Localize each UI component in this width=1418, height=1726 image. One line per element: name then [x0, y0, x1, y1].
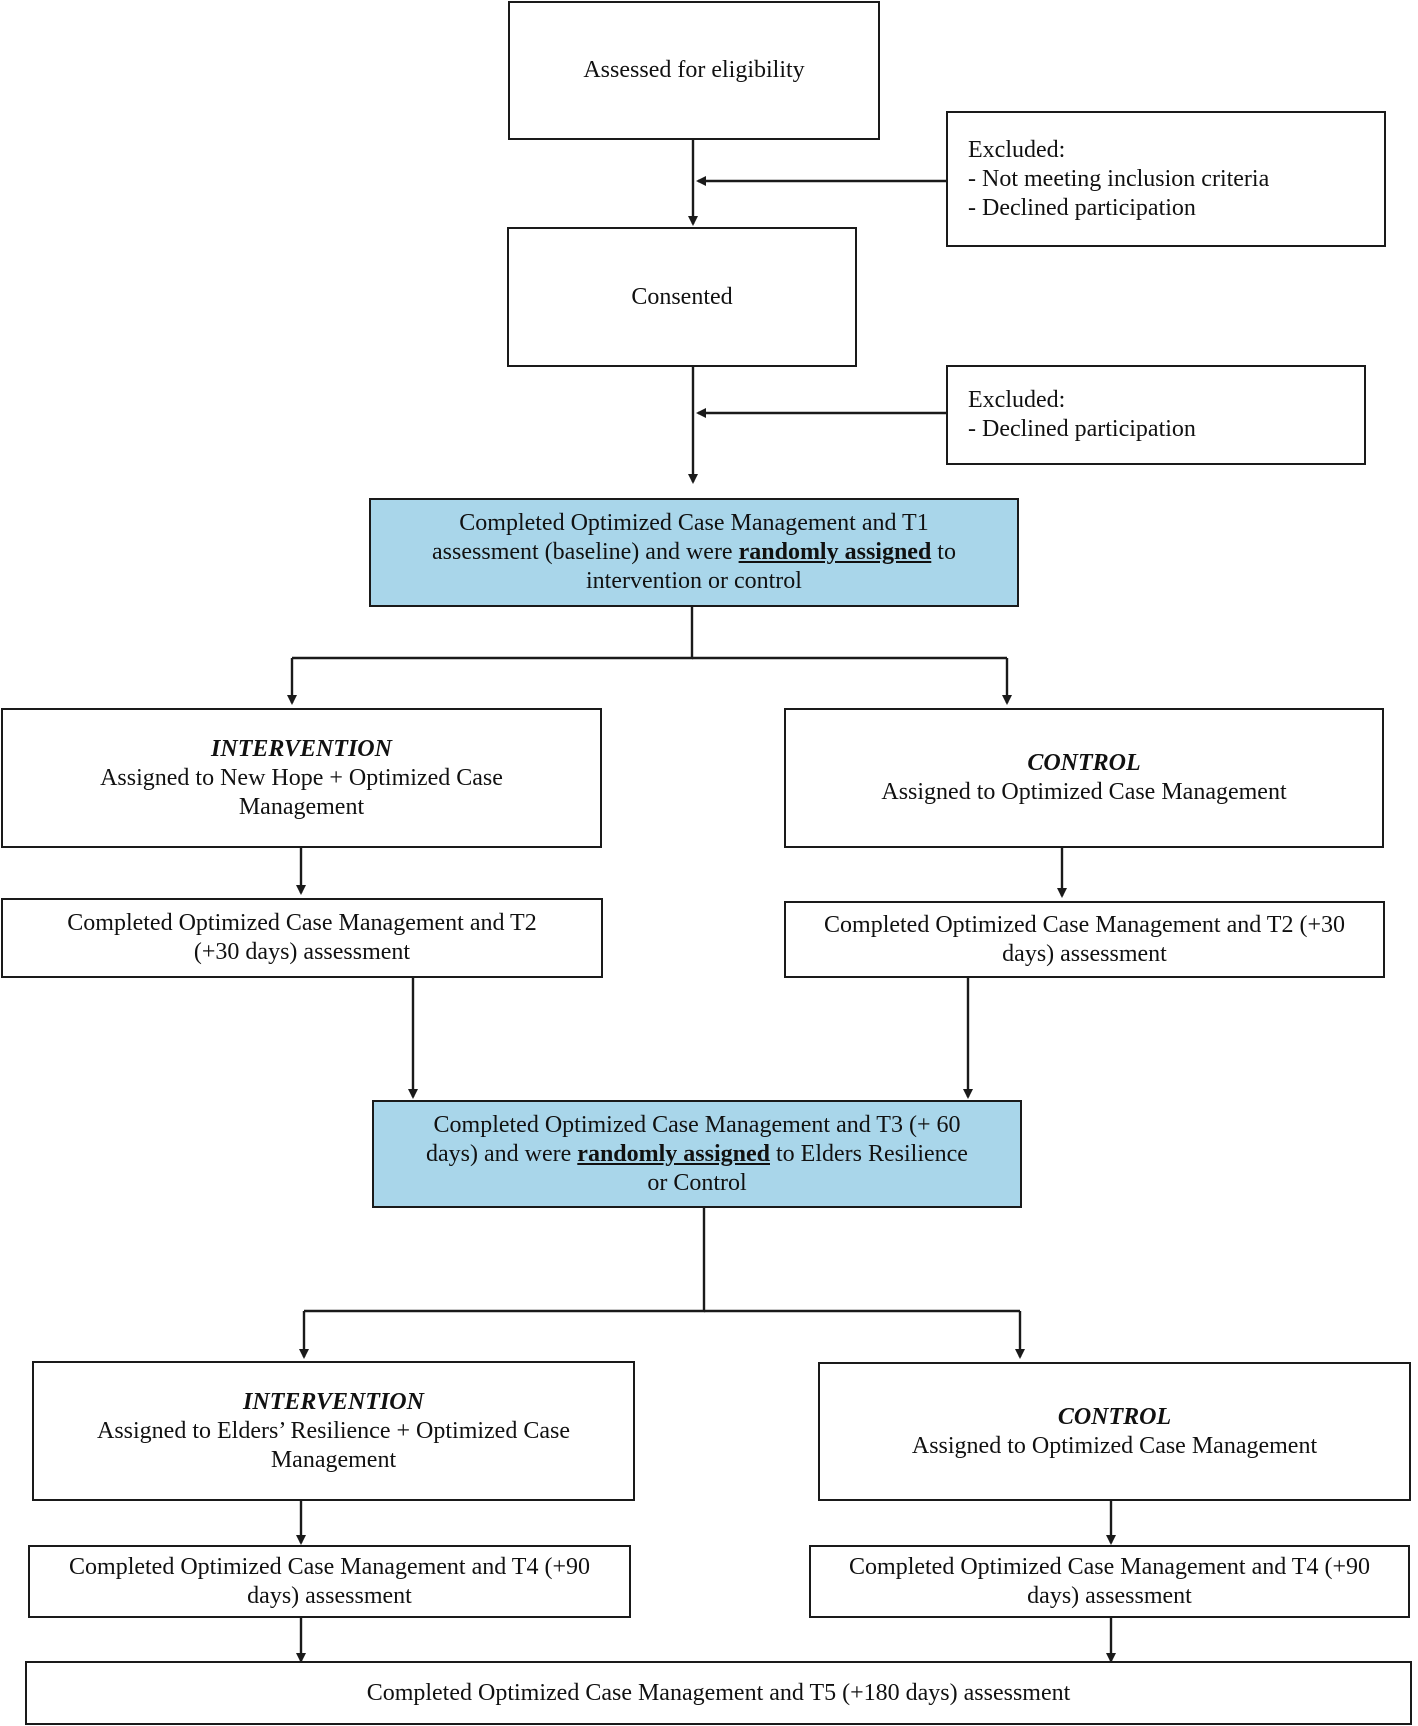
t4-intervention-text: Completed Optimized Case Management and … [69, 1553, 590, 1609]
arm2-intervention-text: Assigned to Elders’ Resilience + Optimiz… [97, 1417, 570, 1473]
t3-randomization-box: Completed Optimized Case Management and … [372, 1100, 1022, 1208]
t1-randomization-text: Completed Optimized Case Management and … [411, 509, 977, 596]
t3-randomly-assigned: randomly assigned [577, 1140, 770, 1167]
arm1-control-text: Assigned to Optimized Case Management [881, 779, 1287, 805]
t1-randomization-box: Completed Optimized Case Management and … [369, 498, 1019, 607]
excluded-1-item: - Not meeting inclusion criteria [968, 165, 1270, 192]
t4-control-text: Completed Optimized Case Management and … [849, 1553, 1370, 1609]
arm1-control-box: CONTROL Assigned to Optimized Case Manag… [784, 708, 1384, 848]
t5-text: Completed Optimized Case Management and … [366, 1679, 1071, 1706]
t2-intervention-box: Completed Optimized Case Management and … [1, 898, 603, 978]
arm1-intervention-label: INTERVENTION [211, 735, 392, 762]
arm1-control-label: CONTROL [1027, 750, 1141, 776]
arm2-intervention-label: INTERVENTION [243, 1388, 424, 1415]
t2-control-box: Completed Optimized Case Management and … [784, 901, 1385, 978]
t4-control-box: Completed Optimized Case Management and … [809, 1545, 1410, 1618]
arm1-intervention-text: Assigned to New Hope + Optimized Case Ma… [100, 764, 503, 820]
excluded-box-1: Excluded: - Not meeting inclusion criter… [946, 111, 1386, 247]
t4-intervention-box: Completed Optimized Case Management and … [28, 1545, 631, 1618]
consented-box: Consented [507, 227, 857, 367]
arm2-control-text: Assigned to Optimized Case Management [911, 1432, 1318, 1459]
t1-text-end: to intervention or control [586, 539, 956, 594]
t3-text-end: to Elders Resilience or Control [647, 1140, 968, 1196]
t3-randomization-text: Completed Optimized Case Management and … [414, 1111, 980, 1198]
excluded-box-2: Excluded: - Declined participation [946, 365, 1366, 465]
t5-box: Completed Optimized Case Management and … [25, 1661, 1412, 1725]
t3-text-start: Completed Optimized Case Management and … [426, 1111, 961, 1167]
excluded-1-heading: Excluded: [968, 136, 1066, 163]
assessed-box: Assessed for eligibility [508, 1, 880, 140]
excluded-2-item: - Declined participation [968, 416, 1196, 442]
arm2-intervention-box: INTERVENTION Assigned to Elders’ Resilie… [32, 1361, 635, 1501]
excluded-1-item: - Declined participation [968, 194, 1196, 221]
arm2-control-box: CONTROL Assigned to Optimized Case Manag… [818, 1362, 1411, 1501]
t1-text-start: Completed Optimized Case Management and … [432, 510, 929, 565]
consented-text: Consented [631, 283, 733, 310]
split-t1 [292, 607, 694, 660]
t2-control-text: Completed Optimized Case Management and … [824, 911, 1345, 967]
assessed-text: Assessed for eligibility [583, 57, 805, 83]
arm2-control-label: CONTROL [1057, 1403, 1172, 1430]
arm1-intervention-box: INTERVENTION Assigned to New Hope + Opti… [1, 708, 602, 848]
t1-randomly-assigned: randomly assigned [738, 539, 932, 565]
split-t3 [304, 1208, 706, 1313]
t2-intervention-text: Completed Optimized Case Management and … [67, 910, 537, 965]
excluded-2-heading: Excluded: [968, 387, 1066, 413]
